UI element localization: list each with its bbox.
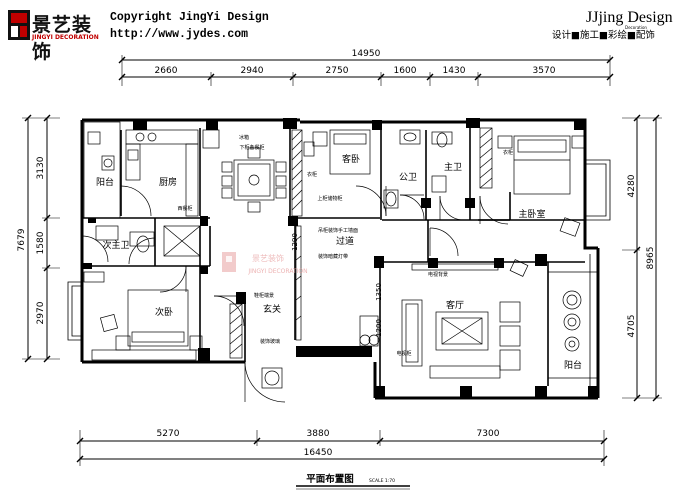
dim-inner-b: 1350 xyxy=(375,283,383,301)
room-label-second-bedroom: 次卧 xyxy=(155,306,173,318)
windows xyxy=(67,159,611,392)
dim-top-seg-3: 2750 xyxy=(326,66,349,76)
room-label-master-bedroom: 主卧室 xyxy=(518,208,545,220)
brand-name: JJjing Design xyxy=(586,9,673,26)
room-label-balcony-large: 阳台 xyxy=(564,359,582,371)
note-corridor-light: 装饰暗藏灯带 xyxy=(318,253,348,260)
dim-top-seg-6: 3570 xyxy=(533,66,556,76)
balcony-furniture xyxy=(562,290,582,352)
logo-english-name: JINGYI DECORATION xyxy=(32,34,99,41)
dim-top-seg-5: 1430 xyxy=(443,66,466,76)
right-dimension-lines xyxy=(622,114,662,402)
room-label-corridor: 过道 xyxy=(336,235,354,247)
dim-right-seg-2: 4705 xyxy=(627,315,637,338)
drawing-title: 平面布置图 xyxy=(306,473,354,485)
dim-top-seg-2: 2940 xyxy=(241,66,264,76)
dim-left-seg-1: 3130 xyxy=(36,156,46,179)
guest-bedroom-furniture xyxy=(291,129,371,217)
website-text: http://www.jydes.com xyxy=(110,28,249,41)
master-bedroom-furniture xyxy=(479,127,585,237)
entrance-fixtures xyxy=(229,225,302,389)
left-dimension-lines xyxy=(22,114,60,363)
second-bedroom-furniture xyxy=(83,271,203,361)
note-living-tv-cabinet: 电视柜 xyxy=(396,350,411,357)
caption-underline xyxy=(296,485,410,490)
room-label-entrance: 玄关 xyxy=(263,303,281,315)
watermark-cn-text: 景艺装饰 xyxy=(252,253,284,263)
room-label-kitchen: 厨房 xyxy=(159,176,177,188)
note-entry-shoe-cabinet: 鞋柜端景 xyxy=(254,292,274,299)
room-label-master-bath: 主卫 xyxy=(444,161,462,173)
room-label-public-bath: 公卫 xyxy=(399,172,417,183)
dim-left-total: 7679 xyxy=(17,228,27,251)
kitchen-fixtures xyxy=(83,121,199,219)
dim-inner-c: 1200 xyxy=(375,319,383,337)
dim-bottom-seg-1: 5270 xyxy=(157,429,180,439)
note-dining-sideboard: 下柜备餐柜 xyxy=(239,144,264,151)
exterior-walls xyxy=(80,118,600,400)
note-entry-glass: 装饰玻璃 xyxy=(260,338,280,345)
note-guest-wardrobe: 衣柜 xyxy=(307,171,317,178)
note-master-wardrobe: 衣柜 xyxy=(503,149,513,156)
dim-top-seg-4: 1600 xyxy=(394,66,417,76)
dim-top-total: 14950 xyxy=(352,49,381,59)
dim-right-total: 8965 xyxy=(646,247,656,270)
note-kitchen: 西餐柜 xyxy=(177,205,192,212)
dim-bottom-seg-2: 3880 xyxy=(307,429,330,439)
room-label-living-room: 客厅 xyxy=(446,299,464,311)
company-logo: 景艺装饰 JINGYI DECORATION xyxy=(8,8,108,63)
dim-inner-a: 1290 xyxy=(291,233,299,251)
dim-left-seg-2: 1580 xyxy=(36,231,46,254)
room-label-second-bath: 次主卫 xyxy=(102,239,129,251)
watermark-en-text: JINGYI DECORATION xyxy=(247,268,307,275)
dim-left-seg-3: 2970 xyxy=(36,301,46,324)
drawing-scale: SCALE 1:70 xyxy=(369,478,395,484)
brand-subtitle: Decoration xyxy=(625,25,647,30)
note-corridor-wall: 吊柜装饰手工墙面 xyxy=(318,227,358,234)
bathroom-fixtures xyxy=(95,129,453,257)
dim-bottom-total: 16450 xyxy=(304,448,333,458)
door-swings xyxy=(81,185,509,403)
tagline-text: 设计■施工■彩绘■配饰 xyxy=(552,30,655,41)
center-watermark xyxy=(222,252,236,272)
logo-mark-icon xyxy=(8,10,30,40)
dim-right-seg-1: 4280 xyxy=(627,174,637,197)
dining-table xyxy=(202,129,287,213)
dim-top-seg-1: 2660 xyxy=(155,66,178,76)
living-room-furniture xyxy=(359,259,529,379)
copyright-text: Copyright JingYi Design xyxy=(110,11,269,24)
logo-chinese-name: 景艺装饰 xyxy=(32,14,93,63)
note-dining-fridge: 冰箱 xyxy=(239,134,249,141)
room-label-balcony-small: 阳台 xyxy=(96,176,114,188)
note-living-tv-wall: 电视背景 xyxy=(428,271,448,278)
bottom-dimension-lines xyxy=(76,430,608,466)
dim-bottom-seg-3: 7300 xyxy=(477,429,500,439)
top-dimension-lines xyxy=(118,55,614,86)
note-guest-storage: 上柜储物柜 xyxy=(317,195,342,202)
room-label-guest-bedroom: 客卧 xyxy=(342,153,360,165)
